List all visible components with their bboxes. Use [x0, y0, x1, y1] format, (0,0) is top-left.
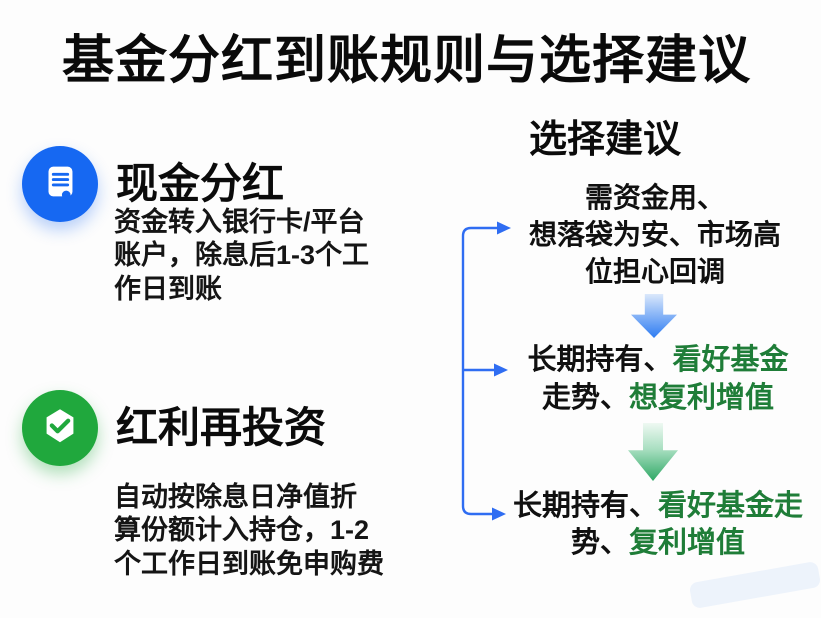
arrowhead-bottom	[492, 507, 506, 521]
text-segment-highlight: 想复利增值	[629, 381, 775, 414]
reinvest-heading: 红利再投资	[116, 404, 327, 451]
text-segment: 长期持有、	[527, 344, 673, 376]
hexagon-check-icon	[37, 403, 83, 454]
advice-heading: 选择建议	[528, 119, 681, 161]
text-segment-highlight: 看好基金	[672, 344, 789, 376]
suggestion-longterm-scenarios: 长期持有、看好基金走 势、复利增值	[468, 488, 821, 562]
page-title: 基金分红到账规则与选择建议	[62, 32, 752, 90]
text-segment-highlight: 看好基金走	[658, 490, 804, 522]
text-segment: 走势、	[541, 381, 629, 414]
suggestion-line: 势、复利增值	[468, 525, 821, 562]
connector-bracket	[24, 221, 511, 521]
suggestion-line: 走势、想复利增值	[478, 380, 821, 418]
arrowhead-top	[497, 221, 511, 235]
document-icon	[37, 159, 83, 210]
watermark-smudge	[688, 560, 821, 610]
reinvest-badge	[22, 390, 98, 466]
suggestion-cash-scenarios: 需资金用、 想落袋为安、市场高 位担心回调	[528, 182, 781, 287]
down-arrow-green-icon	[628, 423, 678, 481]
cash-dividend-heading: 现金分红	[116, 160, 285, 207]
down-arrow-blue-icon	[631, 294, 677, 338]
text-segment: 势、	[570, 527, 629, 560]
text-segment: 长期持有、	[512, 490, 658, 522]
cash-dividend-description: 资金转入银行卡/平台 账户，除息后1-3个工 作日到账	[114, 207, 370, 304]
suggestion-line: 长期持有、看好基金走	[468, 488, 821, 525]
cash-dividend-badge	[22, 146, 98, 222]
arrowhead-middle	[494, 363, 508, 377]
suggestion-reinvest-scenarios: 长期持有、看好基金 走势、想复利增值	[478, 342, 821, 417]
bracket-line	[461, 226, 497, 516]
text-segment-highlight: 复利增值	[629, 527, 746, 560]
reinvest-description: 自动按除息日净值折 算份额计入持仓，1-2 个工作日到账免申购费	[114, 482, 384, 579]
suggestion-line: 长期持有、看好基金	[478, 342, 821, 380]
